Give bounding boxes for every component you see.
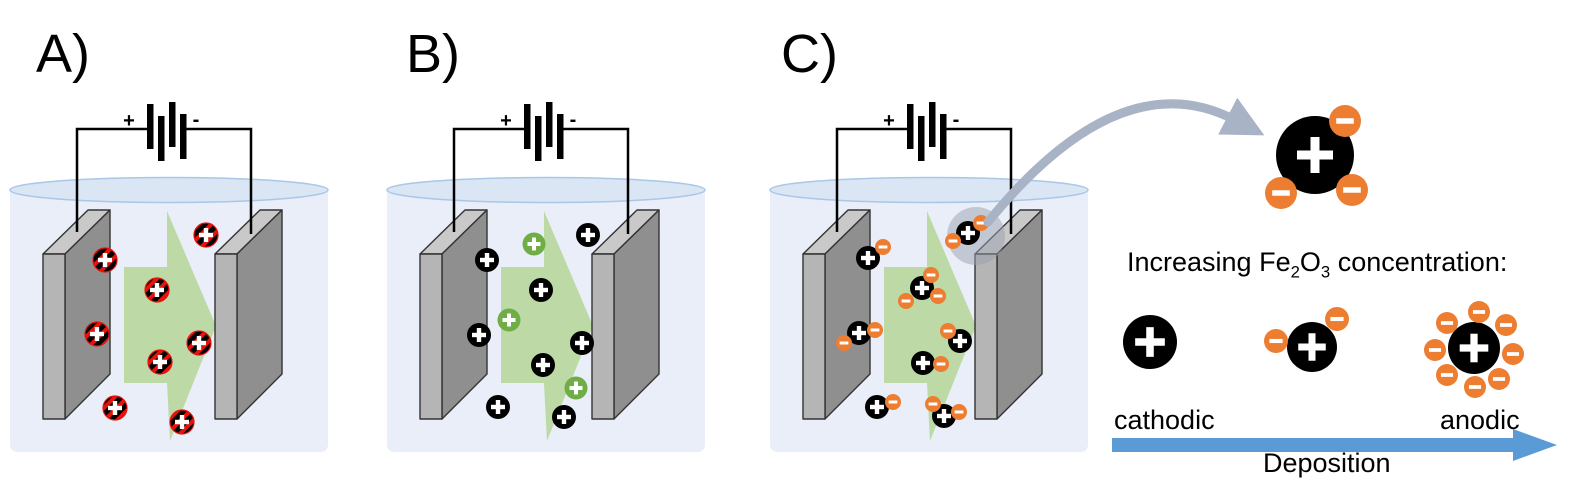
title-text: Increasing Fe xyxy=(1127,247,1291,277)
battery-minus-terminal: - xyxy=(193,109,200,131)
panel-b-label: B) xyxy=(406,24,460,84)
battery-cell-bar xyxy=(929,102,936,147)
battery-cell-bar xyxy=(180,114,187,159)
battery-cell-bar xyxy=(524,104,531,149)
subscript-3: 3 xyxy=(1320,262,1331,282)
wire-left xyxy=(75,127,147,232)
water-surface xyxy=(9,176,329,204)
battery-cell-bar xyxy=(158,116,165,161)
title-text: O xyxy=(1299,247,1321,277)
wire-right xyxy=(186,127,253,234)
subscript-2: 2 xyxy=(1290,262,1300,282)
migration-arrow-icon xyxy=(884,211,976,441)
battery-cell-bar xyxy=(546,102,553,147)
electrode-front-face xyxy=(42,253,66,420)
cathodic-label: cathodic xyxy=(1114,405,1215,435)
panel-a: +- xyxy=(9,102,329,452)
increasing-concentration-title: Increasing Fe2O3 concentration: xyxy=(1127,249,1507,281)
battery-cell-bar xyxy=(169,102,176,147)
panel-a-label: A) xyxy=(36,24,90,84)
electrode-right xyxy=(214,209,283,420)
battery-cell-bar xyxy=(918,116,925,161)
electrode-front-face xyxy=(214,253,238,420)
electrode-front-face xyxy=(802,253,826,420)
wire-left xyxy=(835,127,907,232)
battery-plus-terminal: + xyxy=(883,110,895,132)
electrode-front-face xyxy=(591,253,615,420)
electrode-front-face xyxy=(974,253,998,420)
panel-c: +- xyxy=(769,102,1089,452)
deposition-label: Deposition xyxy=(1263,448,1391,478)
battery-cell-bar xyxy=(907,104,914,149)
panel-b: +- xyxy=(386,102,706,452)
electrode-front-face xyxy=(419,253,443,420)
battery-icon: +- xyxy=(452,102,630,234)
legend xyxy=(983,97,1557,461)
anodic-label: anodic xyxy=(1440,405,1520,435)
wire-right xyxy=(563,127,630,234)
battery-minus-terminal: - xyxy=(953,109,960,131)
battery-plus-terminal: + xyxy=(500,110,512,132)
panel-c-label: C) xyxy=(781,24,838,84)
wire-left xyxy=(452,127,524,232)
battery-plus-terminal: + xyxy=(123,110,135,132)
migration-arrow-icon xyxy=(124,211,216,441)
battery-cell-bar xyxy=(557,114,564,159)
water-surface xyxy=(386,176,706,204)
title-text: concentration: xyxy=(1330,247,1508,277)
battery-icon: +- xyxy=(75,102,253,234)
electrode-right xyxy=(591,209,660,420)
battery-cell-bar xyxy=(535,116,542,161)
battery-cell-bar xyxy=(147,104,154,149)
zoom-callout-arrow-icon xyxy=(983,97,1265,227)
battery-cell-bar xyxy=(940,114,947,159)
deposition-axis-arrow-icon xyxy=(1112,429,1557,461)
battery-minus-terminal: - xyxy=(570,109,577,131)
water-surface xyxy=(769,176,1089,204)
